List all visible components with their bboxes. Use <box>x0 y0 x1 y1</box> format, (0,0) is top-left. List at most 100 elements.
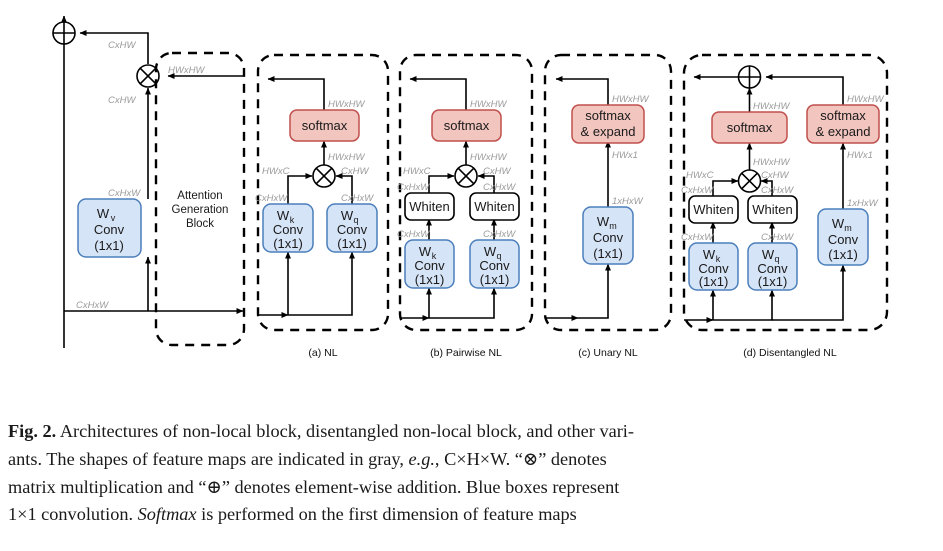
softmax-expand-label-line1-unary-nl: softmax <box>585 108 631 123</box>
whiten-left-label-pairwise-nl: Whiten <box>409 199 449 214</box>
pnl-whitenL-to-multiply <box>428 173 455 193</box>
agb-label-line3: Block <box>186 218 214 230</box>
wk-label-line1-nl: W <box>277 208 290 223</box>
shape-nl-right-in: CxHW <box>341 166 369 177</box>
wm-label-line1-disentangled-nl: W <box>832 216 845 231</box>
panel-disentangled-nl[interactable]: softmax softmax & expand Whiten Whiten W… <box>681 53 889 359</box>
shape-main-to-mul: CxHW <box>108 95 136 106</box>
multiply-to-add <box>79 30 149 64</box>
softmax-label-disentangled-nl: softmax <box>727 120 773 135</box>
nl-input-to-wq <box>288 251 355 316</box>
softmax-expand-box-disentangled-nl[interactable]: softmax & expand <box>806 104 880 144</box>
shape-main-input: CxHxW <box>76 300 109 311</box>
softmax-expand-label-line2-disentangled-nl: & expand <box>816 124 871 139</box>
wk-label-sub-nl: k <box>290 215 295 225</box>
wm-label-line2-unary-nl: Conv <box>593 230 624 245</box>
shape-dnl-left-in: HWxC <box>686 170 714 181</box>
shape-pnl-whitenR-out: CxHxW <box>483 182 516 193</box>
whiten-box-left-pairwise-nl[interactable]: Whiten <box>404 192 455 221</box>
shape-unl-softmax-in: HWx1 <box>612 150 638 161</box>
shape-dnl-wq-out: CxHxW <box>761 232 794 243</box>
shape-main-attn-out: HWxHW <box>168 65 205 76</box>
shape-dnl-wk-out: CxHxW <box>681 232 714 243</box>
multiply-operator-main <box>136 64 160 88</box>
whiten-left-label-disentangled-nl: Whiten <box>693 202 733 217</box>
shape-pnl-mul-out: HWxHW <box>470 152 507 163</box>
wk-conv-box-nl[interactable]: W k Conv (1x1) <box>262 203 314 253</box>
dnl-input-to-wm <box>772 264 846 321</box>
architecture-diagram-svg: W v Conv (1x1) Attention Generation Bloc… <box>52 15 889 359</box>
agb-label-line2: Generation <box>172 204 229 216</box>
caption-text-1: Architectures of non-local block, disent… <box>59 421 634 441</box>
shape-dnl-softmax-expand-out: HWxHW <box>847 94 884 105</box>
wv-label-line1: W <box>97 206 110 221</box>
wq-label-line2-pairwise-nl: Conv <box>479 258 510 273</box>
softmax-box-disentangled-nl[interactable]: softmax <box>711 111 788 144</box>
softmax-label-nl: softmax <box>302 118 348 133</box>
agb-label-line1: Attention <box>177 190 222 202</box>
wm-label-line1-unary-nl: W <box>597 214 610 229</box>
softmax-box-nl[interactable]: softmax <box>289 109 360 142</box>
panel-nl[interactable]: softmax W k Conv (1x1) W q Conv (1x1) HW… <box>255 53 390 359</box>
whiten-right-label-disentangled-nl: Whiten <box>752 202 792 217</box>
dnl-input-to-wq <box>713 289 775 321</box>
shape-dnl-mul-out: HWxHW <box>753 157 790 168</box>
figure-diagram: W v Conv (1x1) Attention Generation Bloc… <box>52 15 889 359</box>
multiply-operator-pairwise-nl <box>454 164 478 188</box>
wq-label-sub-disentangled-nl: q <box>774 254 779 264</box>
whiten-box-left-disentangled-nl[interactable]: Whiten <box>688 195 739 224</box>
dnl-whitenR-to-multiply <box>760 178 773 196</box>
panel-caption-disentangled-nl: (d) Disentangled NL <box>743 347 837 359</box>
dnl-softmax-expand-to-add <box>765 74 844 105</box>
figure-caption: Fig. 2. Architectures of non-local block… <box>8 418 933 529</box>
shape-dnl-wm-out: 1xHxW <box>847 198 879 209</box>
softmax-expand-box-unary-nl[interactable]: softmax & expand <box>571 104 645 144</box>
unl-softmax-output-arrow <box>555 76 609 105</box>
wk-conv-box-disentangled-nl[interactable]: W k Conv (1x1) <box>688 242 739 291</box>
main-block-group <box>61 15 244 348</box>
pnl-softmax-output-arrow <box>409 76 467 110</box>
wk-conv-box-pairwise-nl[interactable]: W k Conv (1x1) <box>404 239 455 289</box>
wq-label-line3-pairwise-nl: (1x1) <box>480 272 510 287</box>
wq-conv-box-disentangled-nl[interactable]: W q Conv (1x1) <box>747 242 798 291</box>
wm-label-sub-unary-nl: m <box>609 221 617 231</box>
softmax-box-pairwise-nl[interactable]: softmax <box>431 109 502 142</box>
wm-conv-box-unary-nl[interactable]: W m Conv (1x1) <box>582 206 634 265</box>
whiten-box-right-disentangled-nl[interactable]: Whiten <box>747 195 798 224</box>
shape-nl-softmax-out: HWxHW <box>328 99 365 110</box>
wm-label-line2-disentangled-nl: Conv <box>828 232 859 247</box>
wq-label-line2-nl: Conv <box>337 222 368 237</box>
shape-pnl-left-in: HWxC <box>403 166 431 177</box>
wq-conv-box-pairwise-nl[interactable]: W q Conv (1x1) <box>469 239 520 289</box>
whiten-box-right-pairwise-nl[interactable]: Whiten <box>469 192 520 221</box>
nl-wq-to-multiply <box>335 173 353 204</box>
nl-softmax-output-arrow <box>267 76 325 110</box>
caption-text-2: ants. The shapes of feature maps are ind… <box>8 448 607 469</box>
wk-label-sub-pairwise-nl: k <box>432 251 437 261</box>
panel-caption-unary-nl: (c) Unary NL <box>578 347 638 359</box>
nl-wk-to-multiply <box>287 173 313 204</box>
shape-nl-mul-out: HWxHW <box>328 152 365 163</box>
wk-label-line1-pairwise-nl: W <box>419 244 432 259</box>
multiply-operator-disentangled-nl <box>737 169 762 193</box>
attention-generation-block[interactable]: Attention Generation Block <box>154 51 246 347</box>
panel-pairwise-nl[interactable]: softmax Whiten Whiten W k Conv (1x1) W q… <box>397 53 534 359</box>
wk-label-line2-disentangled-nl: Conv <box>698 261 729 276</box>
wq-conv-box-nl[interactable]: W q Conv (1x1) <box>326 203 378 253</box>
shape-dnl-softmax-out: HWxHW <box>753 101 790 112</box>
dnl-whitenL-to-multiply <box>712 178 739 196</box>
panel-caption-pairwise-nl: (b) Pairwise NL <box>430 347 502 359</box>
wv-conv-box[interactable]: W v Conv (1x1) <box>77 198 142 258</box>
softmax-expand-label-line2-unary-nl: & expand <box>581 124 636 139</box>
panel-caption-nl: (a) NL <box>308 347 337 359</box>
wq-label-line1-pairwise-nl: W <box>484 244 497 259</box>
wm-conv-box-disentangled-nl[interactable]: W m Conv (1x1) <box>817 208 869 266</box>
add-operator-disentangled-nl <box>737 65 762 89</box>
shape-nl-wq-out: CxHxW <box>341 193 374 204</box>
caption-line-4: 1×1 convolution. Softmax is performed on… <box>8 501 933 529</box>
pnl-whitenR-to-multiply <box>477 173 495 193</box>
figure-label: Fig. 2. <box>8 421 57 441</box>
wv-label-sub: v <box>111 213 116 223</box>
panel-unary-nl[interactable]: softmax & expand W m Conv (1x1) HWxHW HW… <box>543 53 673 359</box>
add-operator-main <box>52 21 76 45</box>
